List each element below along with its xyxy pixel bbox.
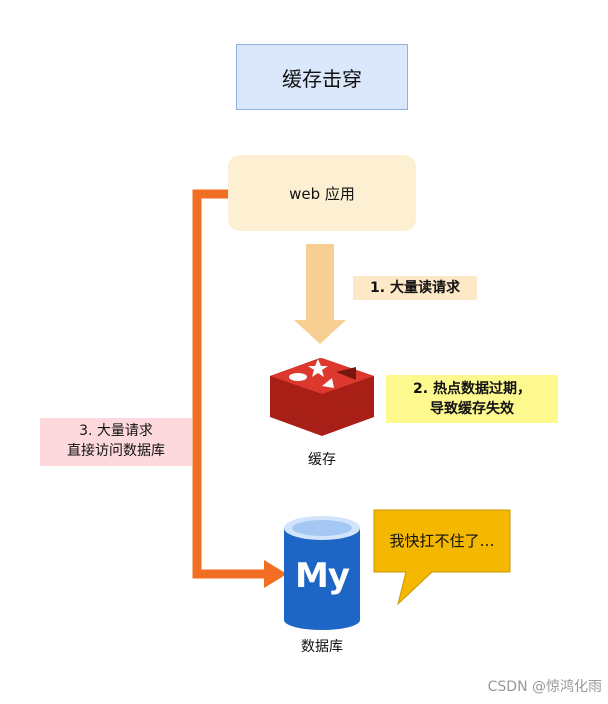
step2-label: 2. 热点数据过期， 导致缓存失效: [386, 375, 558, 423]
redis-icon: [270, 358, 374, 436]
step2-line1: 2. 热点数据过期，: [413, 381, 531, 397]
orange-path-arrow: [192, 189, 266, 579]
web-app-label: web 应用: [289, 184, 355, 203]
step2-line2: 导致缓存失效: [430, 401, 514, 417]
step3-line1: 3. 大量请求: [79, 423, 153, 439]
mysql-logo-text: My: [295, 556, 350, 596]
speech-bubble: [373, 509, 511, 606]
web-app-box: web 应用: [228, 155, 416, 231]
step3-line2: 直接访问数据库: [67, 443, 165, 459]
step1-label: 1. 大量读请求: [353, 276, 477, 300]
down-arrow-shaft: [306, 244, 334, 322]
step3-label: 3. 大量请求 直接访问数据库: [40, 418, 192, 466]
database-caption: 数据库: [301, 639, 343, 655]
diagram-title: 缓存击穿: [236, 44, 408, 110]
down-arrow-head: [294, 320, 346, 344]
mysql-icon: [284, 516, 360, 630]
speech-text: 我快扛不住了…: [389, 532, 495, 550]
cache-caption: 缓存: [308, 452, 336, 468]
watermark: CSDN @惊鸿化雨: [487, 679, 602, 695]
orange-arrowhead: [264, 560, 287, 588]
